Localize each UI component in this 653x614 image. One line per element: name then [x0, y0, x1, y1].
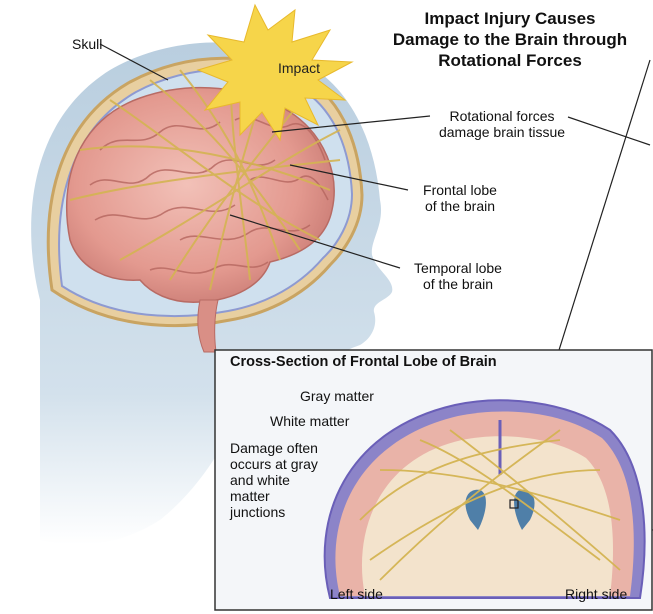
damage-line-5: junctions	[230, 504, 318, 520]
temporal-line-1: Temporal lobe	[398, 260, 518, 276]
skull-label: Skull	[72, 36, 102, 52]
title-line-3: Rotational Forces	[380, 50, 640, 71]
temporal-line-2: of the brain	[398, 276, 518, 292]
rotational-line-2: damage brain tissue	[432, 124, 572, 140]
diagram-title: Impact Injury Causes Damage to the Brain…	[380, 8, 640, 71]
title-line-1: Impact Injury Causes	[380, 8, 640, 29]
damage-line-3: and white	[230, 472, 318, 488]
left-side-label: Left side	[330, 586, 383, 602]
damage-label: Damage often occurs at gray and white ma…	[230, 440, 318, 520]
inset-title: Cross-Section of Frontal Lobe of Brain	[230, 354, 497, 370]
damage-line-4: matter	[230, 488, 318, 504]
white-matter-label: White matter	[270, 413, 349, 429]
impact-label: Impact	[278, 60, 320, 76]
gray-matter-label: Gray matter	[300, 388, 374, 404]
rotational-line-1: Rotational forces	[432, 108, 572, 124]
damage-line-2: occurs at gray	[230, 456, 318, 472]
frontal-line-2: of the brain	[405, 198, 515, 214]
brainstem	[198, 300, 218, 352]
frontal-line-1: Frontal lobe	[405, 182, 515, 198]
damage-line-1: Damage often	[230, 440, 318, 456]
rotational-forces-label: Rotational forces damage brain tissue	[432, 108, 572, 140]
frontal-lobe-label: Frontal lobe of the brain	[405, 182, 515, 214]
temporal-lobe-label: Temporal lobe of the brain	[398, 260, 518, 292]
right-side-label: Right side	[565, 586, 627, 602]
title-line-2: Damage to the Brain through	[380, 29, 640, 50]
